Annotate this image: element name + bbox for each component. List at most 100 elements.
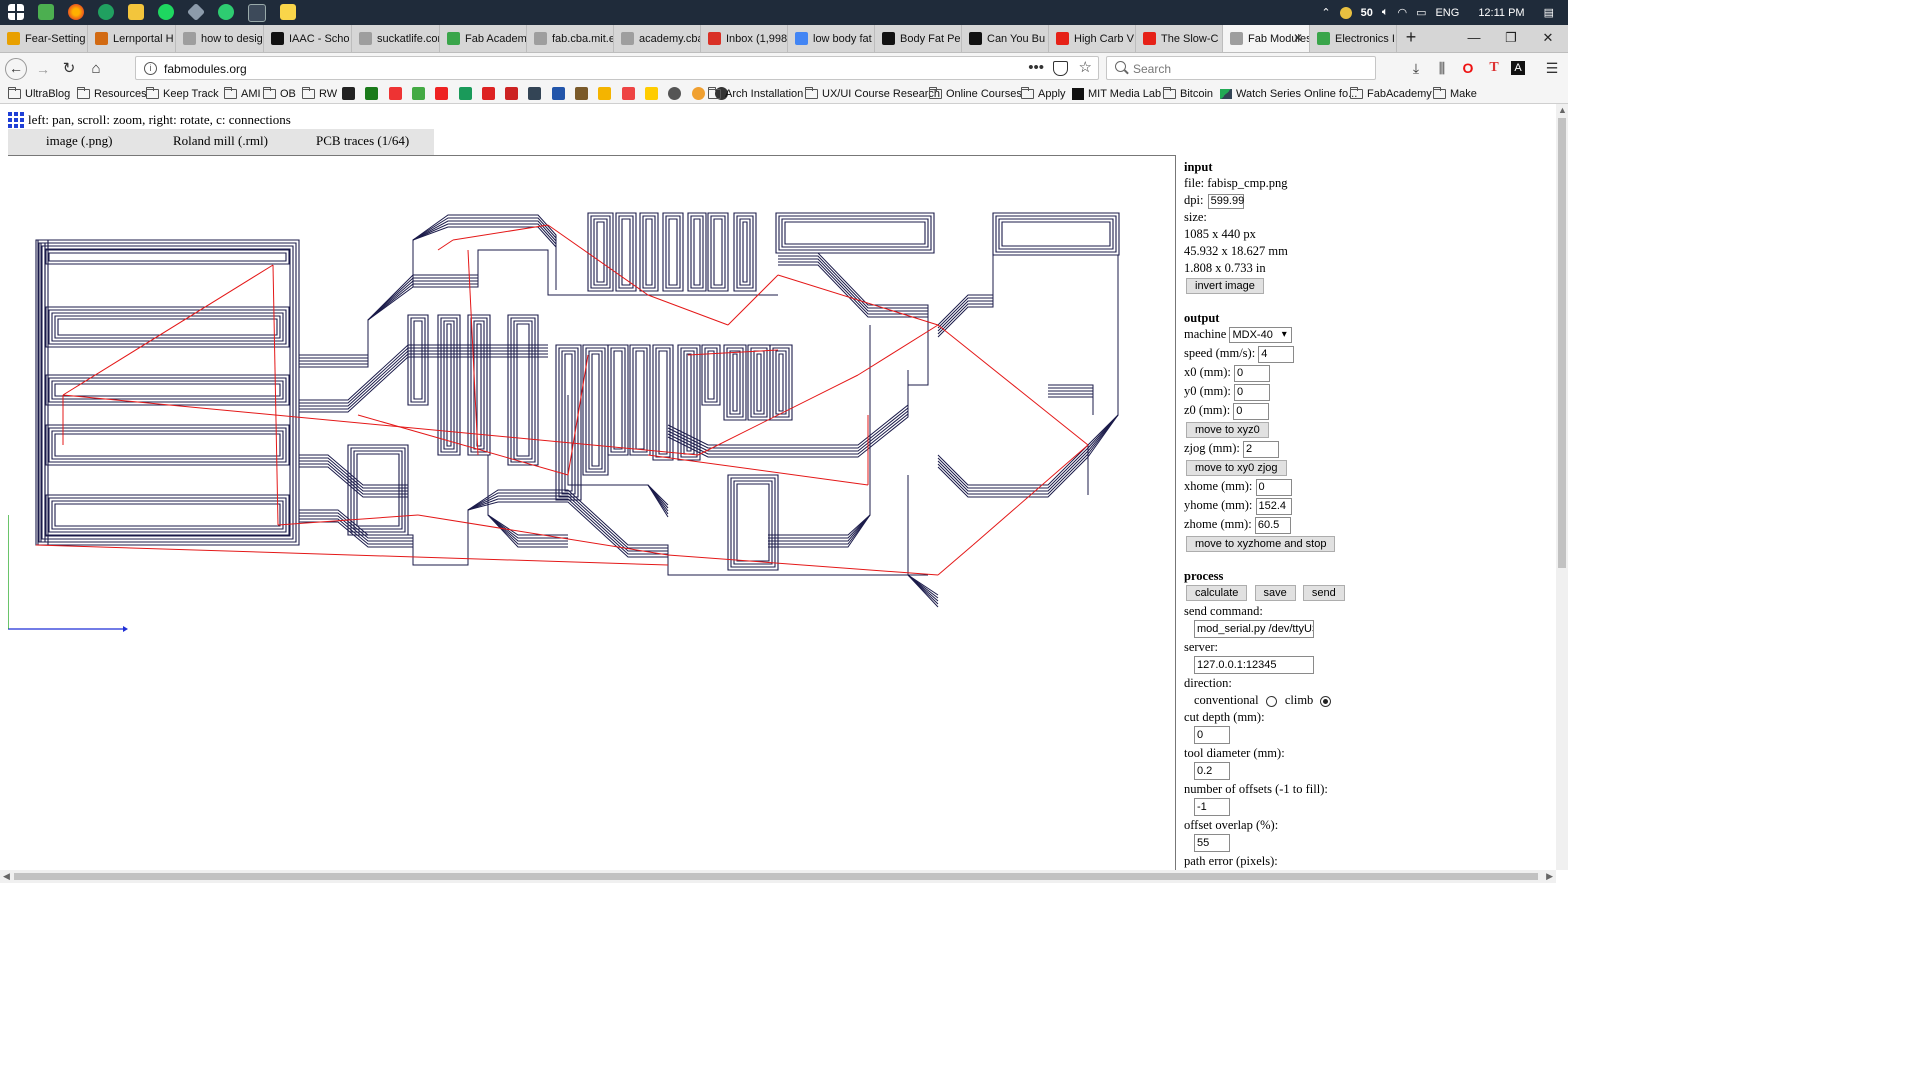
- bookmark-item[interactable]: Apply: [1021, 86, 1066, 101]
- extension-a-icon[interactable]: A: [1511, 61, 1525, 75]
- browser-tab[interactable]: Body Fat Pe: [875, 25, 962, 52]
- vertical-scrollbar[interactable]: ▲: [1556, 104, 1568, 870]
- cut-depth-field[interactable]: 0: [1194, 726, 1230, 745]
- move-to-xyz0-button[interactable]: move to xyz0: [1186, 422, 1269, 439]
- browser-tab[interactable]: The Slow-C: [1136, 25, 1223, 52]
- firefox-icon[interactable]: [68, 4, 84, 20]
- tab-pcb-traces[interactable]: PCB traces (1/64): [316, 133, 410, 148]
- browser-tab[interactable]: IAAC - Scho: [264, 25, 352, 52]
- clock[interactable]: 12:11 PM: [1478, 6, 1525, 19]
- pocket-icon[interactable]: [1053, 61, 1068, 76]
- move-to-xy0-zjog-button[interactable]: move to xy0 zjog: [1186, 460, 1287, 477]
- browser-tab[interactable]: Fear-Setting: [0, 25, 88, 52]
- conventional-radio[interactable]: [1265, 695, 1277, 707]
- new-tab-button[interactable]: +: [1405, 27, 1417, 47]
- language-indicator[interactable]: ENG: [1435, 6, 1460, 19]
- maximize-button[interactable]: ❐: [1505, 30, 1517, 45]
- bookmark-folder[interactable]: Resources: [77, 86, 147, 101]
- server-field[interactable]: 127.0.0.1:12345: [1194, 656, 1314, 675]
- opera-extension-icon[interactable]: O: [1462, 60, 1474, 76]
- vertical-scroll-thumb[interactable]: [1558, 118, 1566, 568]
- bookmark-item[interactable]: Online Courses: [929, 86, 1022, 101]
- offsets-field[interactable]: -1: [1194, 798, 1230, 817]
- sticky-notes-icon[interactable]: [280, 4, 296, 20]
- bookmark-site-icon[interactable]: [528, 87, 542, 100]
- page-actions-icon[interactable]: •••: [1028, 59, 1044, 76]
- x0-field[interactable]: 0: [1234, 364, 1270, 382]
- browser-tab[interactable]: academy.cba.m: [614, 25, 701, 52]
- send-button[interactable]: send: [1302, 585, 1345, 602]
- browser-tab[interactable]: Fab Academ: [440, 25, 527, 52]
- pcb-toolpath-canvas[interactable]: [8, 155, 1176, 870]
- bookmark-site-icon[interactable]: [458, 87, 472, 100]
- invert-image-button[interactable]: invert image: [1186, 278, 1264, 295]
- bookmark-folder[interactable]: UltraBlog: [8, 86, 70, 101]
- bookmark-site-icon[interactable]: [551, 87, 565, 100]
- speed-field[interactable]: 4: [1258, 345, 1295, 363]
- terminal-icon[interactable]: [248, 4, 266, 22]
- tab-image-png[interactable]: image (.png): [46, 133, 113, 148]
- xhome-field[interactable]: 0: [1255, 478, 1292, 496]
- bookmark-folder[interactable]: AMI: [224, 86, 261, 101]
- tab-roland-mill-rml[interactable]: Roland mill (.rml): [173, 133, 268, 148]
- reload-icon[interactable]: ↻: [62, 60, 76, 77]
- bookmark-site-icon[interactable]: [365, 87, 379, 100]
- bookmark-item[interactable]: FabAcademy: [1350, 86, 1432, 101]
- notifications-icon[interactable]: ▤: [1543, 7, 1554, 19]
- bookmark-site-icon[interactable]: [668, 87, 682, 100]
- browser-tab[interactable]: Fab Modules✕: [1223, 25, 1310, 52]
- bookmark-folder[interactable]: Keep Track: [146, 86, 219, 101]
- windows-start-icon[interactable]: [8, 4, 24, 20]
- browser-tab[interactable]: Electronics I: [1310, 25, 1397, 52]
- volume-icon[interactable]: 🔈︎: [1381, 6, 1389, 18]
- browser-tab[interactable]: Lernportal H: [88, 25, 176, 52]
- browser-tab[interactable]: Can You Bu: [962, 25, 1049, 52]
- horizontal-scroll-thumb[interactable]: [14, 873, 1538, 880]
- browser-tab[interactable]: suckatlife.com: [352, 25, 440, 52]
- tool-diameter-field[interactable]: 0.2: [1194, 762, 1230, 781]
- bookmark-item[interactable]: Bitcoin: [1163, 86, 1213, 101]
- move-to-xyzhome-button[interactable]: move to xyzhome and stop: [1186, 536, 1336, 553]
- bookmark-star-icon[interactable]: ☆: [1078, 59, 1092, 76]
- browser-tab[interactable]: low body fat: [788, 25, 875, 52]
- git-icon[interactable]: [186, 2, 206, 22]
- home-icon[interactable]: ⌂: [91, 60, 101, 77]
- zhome-field[interactable]: 60.5: [1254, 516, 1291, 534]
- bookmark-folder[interactable]: OB: [263, 86, 296, 101]
- calculate-button[interactable]: calculate: [1186, 585, 1248, 602]
- spotify-icon[interactable]: [158, 4, 174, 20]
- chrome-icon[interactable]: [98, 4, 114, 20]
- bookmark-folder[interactable]: RW: [302, 86, 337, 101]
- bookmark-site-icon[interactable]: [714, 87, 728, 100]
- fab-modules-logo-icon[interactable]: [8, 112, 24, 128]
- bookmark-site-icon[interactable]: [342, 87, 355, 100]
- bookmark-site-icon[interactable]: [481, 87, 495, 100]
- battery-icon[interactable]: ▭: [1416, 7, 1427, 19]
- bookmark-item[interactable]: Make: [1433, 86, 1477, 101]
- close-window-button[interactable]: ✕: [1542, 30, 1554, 45]
- bookmark-item[interactable]: UX/UI Course Research: [805, 86, 940, 101]
- bookmark-site-icon[interactable]: [598, 87, 612, 100]
- file-explorer-icon[interactable]: [128, 4, 144, 20]
- bookmark-site-icon[interactable]: [644, 87, 658, 100]
- z0-field[interactable]: 0: [1233, 402, 1270, 420]
- weather-icon[interactable]: [1339, 6, 1352, 19]
- downloads-icon[interactable]: ⤓: [1412, 60, 1420, 76]
- overlap-field[interactable]: 55: [1194, 834, 1230, 853]
- y0-field[interactable]: 0: [1234, 383, 1270, 401]
- save-button[interactable]: save: [1254, 585, 1296, 602]
- search-bar[interactable]: Search: [1106, 56, 1376, 80]
- bookmark-site-icon[interactable]: [691, 87, 705, 100]
- bookmark-site-icon[interactable]: [388, 87, 402, 100]
- bookmark-site-icon[interactable]: [621, 87, 635, 100]
- url-text[interactable]: fabmodules.org: [164, 62, 247, 76]
- search-placeholder[interactable]: Search: [1133, 62, 1172, 76]
- wifi-icon[interactable]: ◠: [1397, 7, 1408, 19]
- bookmark-item[interactable]: Arch Installation: [708, 86, 803, 101]
- browser-tab[interactable]: fab.cba.mit.edu: [527, 25, 614, 52]
- machine-select[interactable]: MDX-40: [1229, 327, 1292, 344]
- site-info-icon[interactable]: i: [144, 62, 157, 75]
- scroll-left-icon[interactable]: ◀: [3, 871, 10, 881]
- scroll-right-icon[interactable]: ▶: [1546, 871, 1553, 881]
- minimize-button[interactable]: —: [1467, 30, 1481, 45]
